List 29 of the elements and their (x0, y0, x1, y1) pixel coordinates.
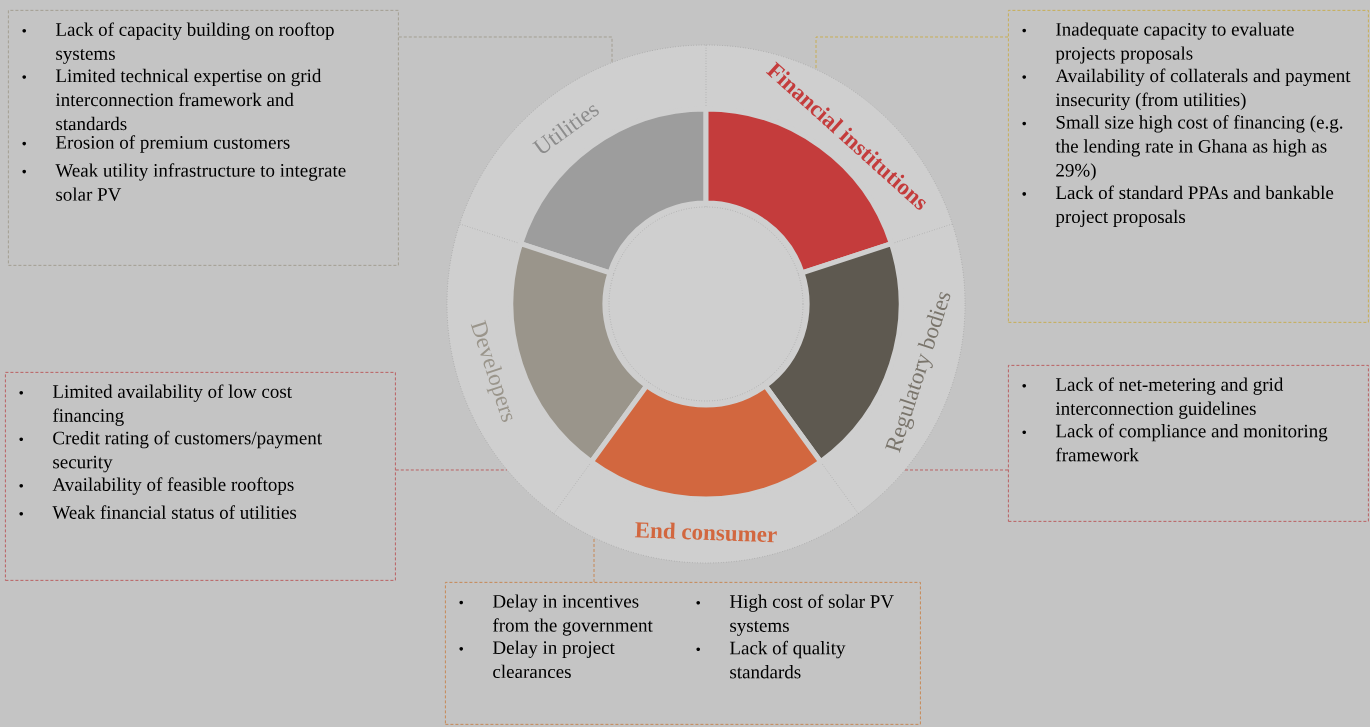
connector-line (395, 469, 508, 471)
bullet-item: Availability of feasible rooftops (19, 477, 294, 495)
bullet-item: Credit rating of customers/payment security (19, 430, 322, 473)
text-box (1008, 365, 1369, 522)
connector-line (398, 36, 613, 64)
text-box (8, 10, 399, 266)
bullet-item: Delay in incentives from the government (459, 594, 653, 636)
bullet-item: Lack of quality standards (696, 640, 846, 679)
segment-label: End consumer (634, 522, 777, 543)
bullet-item: Weak financial status of utilities (19, 505, 297, 519)
bullet-item: Availability of collaterals and payment insecurity (from utilities) (1022, 68, 1351, 111)
text-box (445, 582, 921, 725)
text-box (1008, 10, 1369, 323)
bullet-item: Lack of standard PPAs and bankable project proposals (1022, 185, 1334, 227)
bullet-item: Lack of compliance and monitoring framework (1022, 423, 1328, 462)
bullet-item: Lack of net-metering and grid interconnection guidelines (1022, 377, 1284, 419)
bullet-item: Inadequate capacity to evaluate projects proposals (1022, 22, 1294, 64)
connector-line (815, 36, 1009, 71)
bullet-item: Delay in project clearances (459, 640, 615, 679)
bullet-item: Limited availability of low cost financing (19, 384, 292, 426)
bullet-item: Small size high cost of financing (e.g. the lending rate in Ghana as high as 29%) (1022, 115, 1343, 181)
bullet-item: Weak utility infrastructure to integrate solar PV (22, 163, 346, 201)
connector-line (904, 469, 1009, 471)
bullet-item: Erosion of premium customers (22, 135, 290, 153)
bullet-item: Limited technical expertise on grid interconnection framework and standards (22, 68, 322, 131)
bullet-item: Lack of capacity building on rooftop systems (22, 22, 334, 64)
bullet-item: High cost of solar PV systems (696, 594, 894, 636)
text-box (5, 372, 396, 581)
connector-line (593, 536, 595, 583)
